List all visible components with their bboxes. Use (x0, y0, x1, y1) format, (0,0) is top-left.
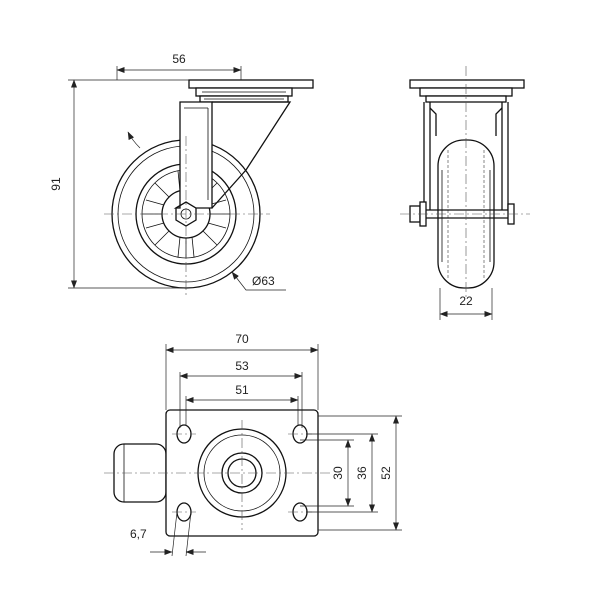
dim-22: 22 (439, 288, 493, 320)
side-fork (173, 101, 292, 209)
top-view: 70 53 51 30 36 52 (104, 332, 402, 557)
front-view: 22 (400, 66, 530, 320)
dim-6-7-label: 6,7 (130, 527, 147, 541)
front-top-plate (409, 79, 525, 89)
front-fork-legs (423, 102, 509, 210)
side-bearing-balls (202, 91, 286, 100)
dim-70: 70 (165, 332, 319, 410)
dim-51: 51 (185, 383, 299, 426)
dim-22-label: 22 (459, 294, 473, 308)
dim-51-label: 51 (235, 383, 249, 397)
front-wheel-rim-lines (441, 170, 491, 262)
dim-6-7: 6,7 (130, 511, 206, 557)
dim-diameter-63-label: Ø63 (252, 274, 275, 288)
dim-52: 52 (318, 415, 402, 531)
side-top-plate (188, 79, 314, 89)
side-view: 56 91 Ø63 (49, 52, 314, 296)
dim-36-label: 36 (355, 466, 369, 480)
dim-91: 91 (49, 79, 189, 289)
dim-70-label: 70 (235, 332, 249, 346)
dim-53: 53 (179, 359, 303, 428)
dim-52-label: 52 (379, 466, 393, 480)
dim-30: 30 (300, 439, 354, 507)
dim-53-label: 53 (235, 359, 249, 373)
dim-36: 36 (306, 433, 378, 513)
dim-91-label: 91 (49, 177, 63, 191)
dim-diameter-63: Ø63 (127, 131, 286, 291)
dim-56-label: 56 (172, 52, 186, 66)
dim-56: 56 (116, 52, 242, 80)
dim-30-label: 30 (331, 466, 345, 480)
